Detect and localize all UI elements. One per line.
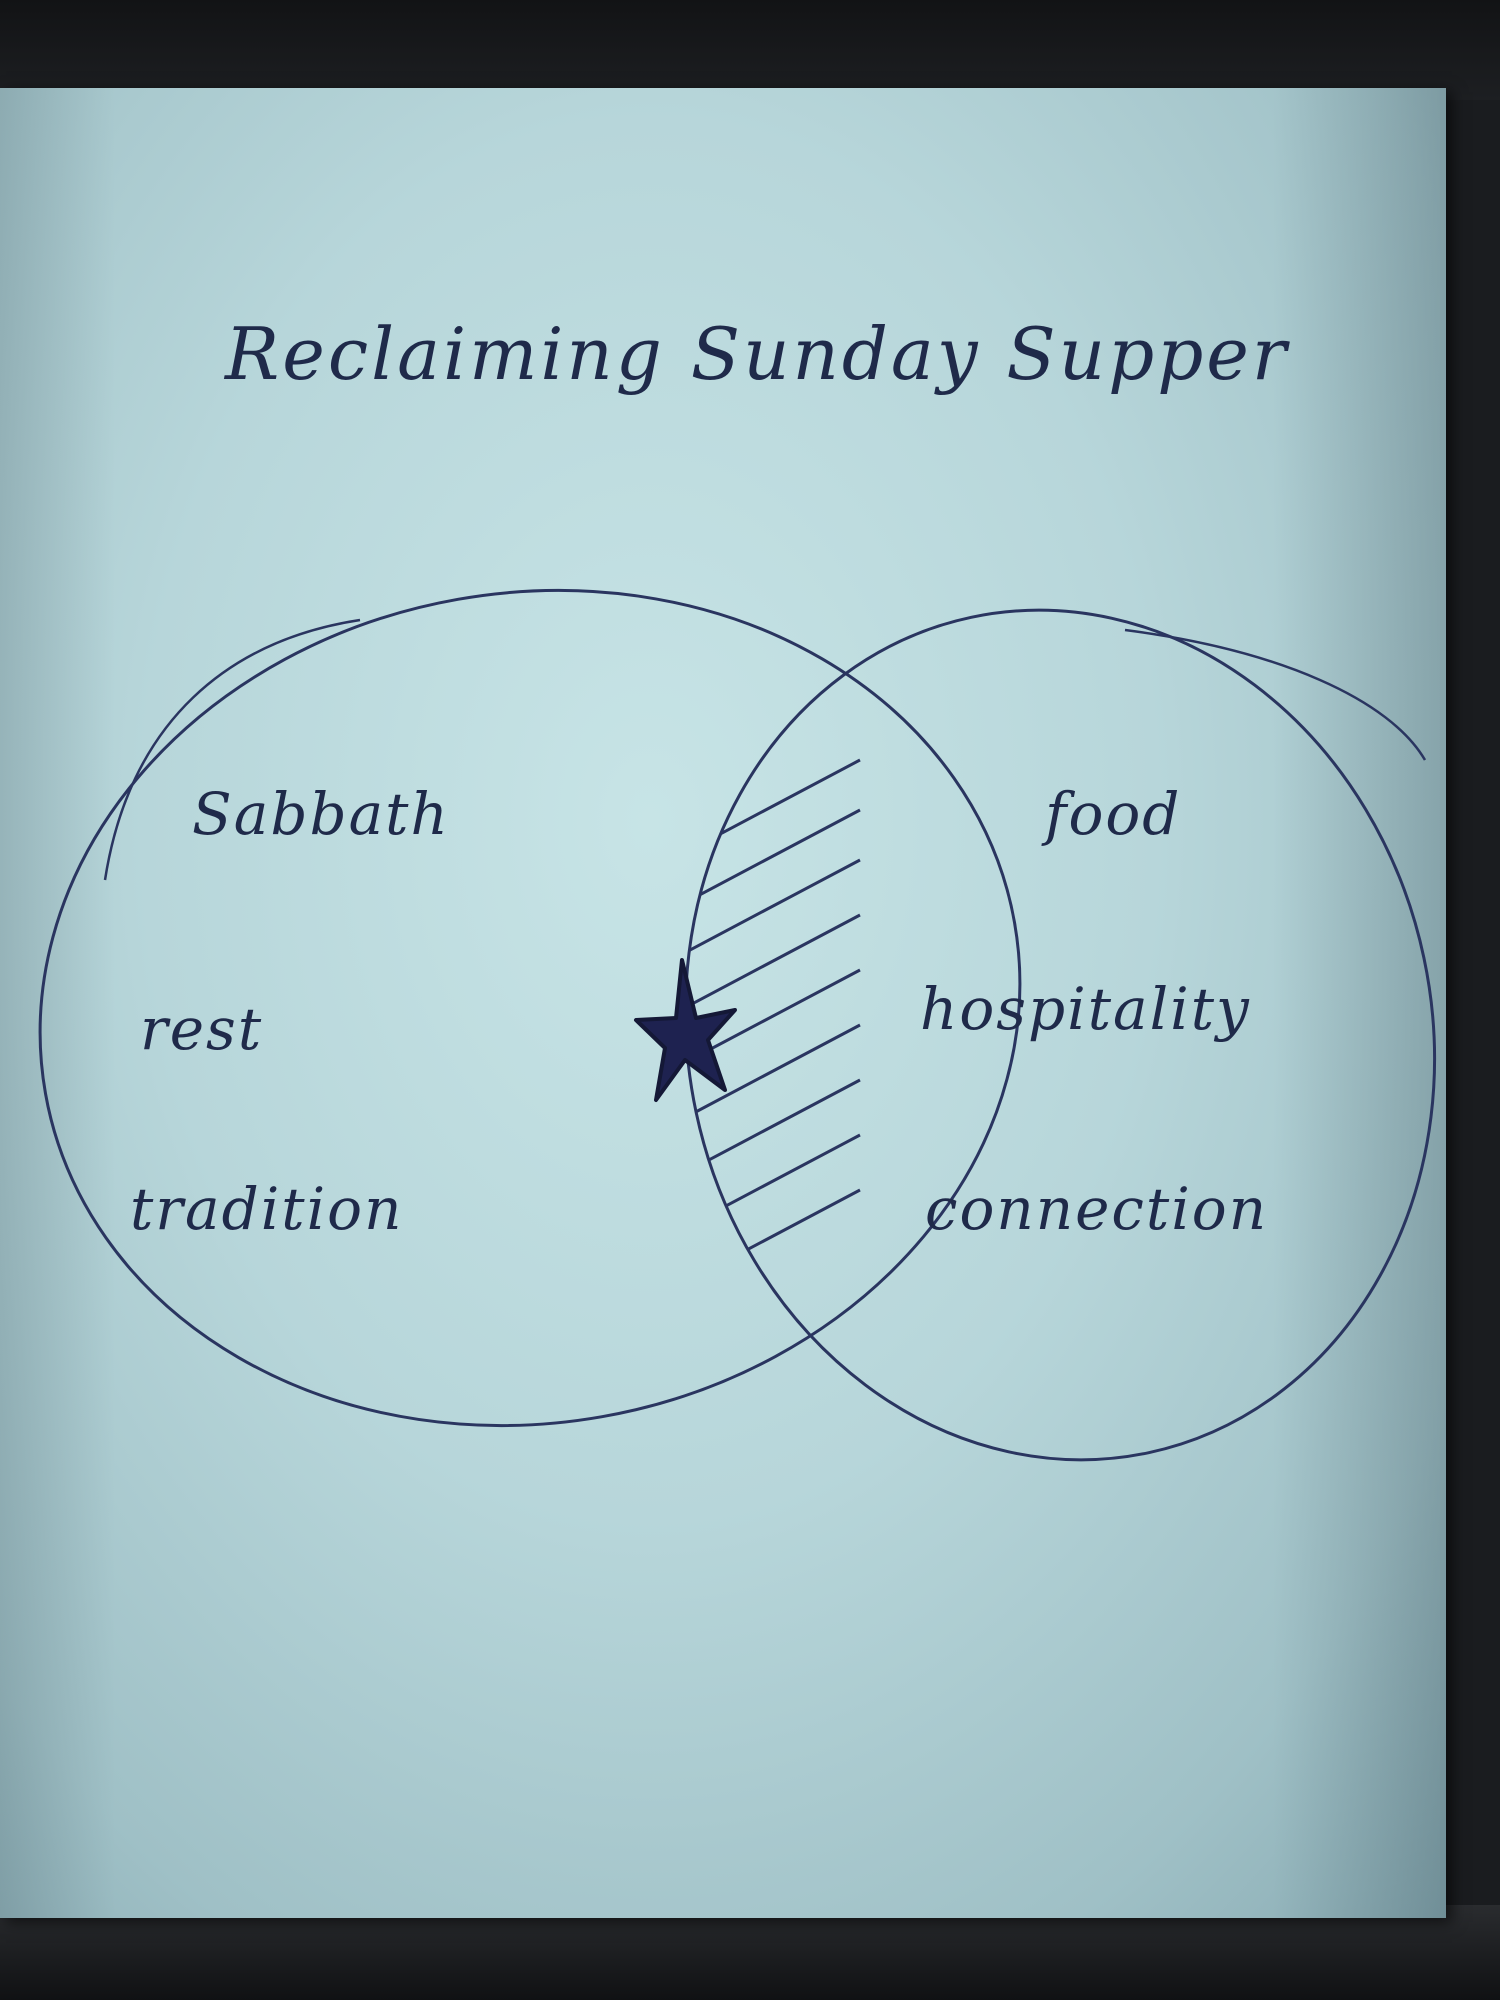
right-set-item-connection: connection bbox=[925, 1175, 1269, 1243]
table-surface-top bbox=[0, 0, 1500, 100]
hatch-line bbox=[607, 1078, 861, 1262]
left-circle-overdraw bbox=[103, 618, 361, 881]
left-set-item-sabbath: Sabbath bbox=[192, 780, 450, 848]
right-circle-overdraw bbox=[1124, 628, 1427, 761]
paper-sheet bbox=[0, 88, 1446, 1918]
left-set-item-rest: rest bbox=[140, 995, 264, 1063]
right-set-item-hospitality: hospitality bbox=[920, 975, 1251, 1043]
hatch-line bbox=[607, 808, 861, 992]
diagram-title: Reclaiming Sunday Supper bbox=[225, 312, 1290, 396]
left-set-item-tradition: tradition bbox=[130, 1175, 404, 1243]
left-set-circle bbox=[38, 588, 1022, 1428]
hatch-line bbox=[607, 858, 861, 1042]
hatch-line bbox=[607, 1133, 861, 1317]
hatch-line bbox=[607, 758, 861, 942]
hatch-line bbox=[607, 1188, 861, 1372]
right-set-item-food: food bbox=[1045, 780, 1182, 848]
star-icon bbox=[634, 958, 737, 1102]
table-surface-bottom bbox=[0, 1905, 1500, 2000]
